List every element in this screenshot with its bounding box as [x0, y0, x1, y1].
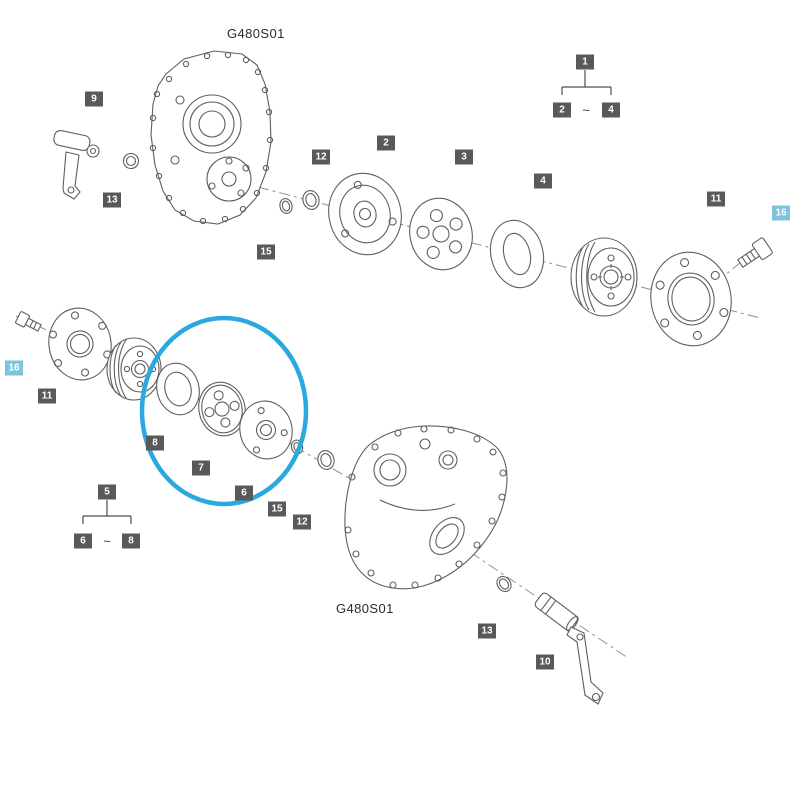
part-11-hub-right [650, 251, 732, 347]
part-badge-10[interactable]: 10 [536, 654, 554, 670]
range-tilde: ~ [103, 533, 111, 549]
part-badge-15[interactable]: 15 [268, 501, 286, 517]
part-7-disc [198, 381, 246, 437]
part-transmission-case-bottom [344, 425, 508, 590]
part-badge-2[interactable]: 2 [553, 102, 571, 118]
highlight-circle [139, 315, 309, 507]
part-10-shaft-lever [534, 592, 604, 705]
part-16-bolt-right [737, 237, 773, 268]
part-3-clutch-disc [409, 197, 473, 271]
part-badge-11[interactable]: 11 [707, 191, 725, 207]
part-badge-16[interactable]: 16 [772, 205, 790, 221]
part-badge-12[interactable]: 12 [293, 514, 311, 530]
part-badge-2[interactable]: 2 [377, 135, 395, 151]
part-badge-1[interactable]: 1 [576, 54, 594, 70]
part-11-hub-left [48, 307, 112, 381]
part-badge-7[interactable]: 7 [192, 460, 210, 476]
part-badge-13[interactable]: 13 [478, 623, 496, 639]
part-badge-11[interactable]: 11 [38, 388, 56, 404]
part-13-oring-top [122, 152, 140, 170]
part-12-oring-bottom [317, 450, 335, 470]
part-15-washer-top [279, 198, 293, 214]
part-badge-6[interactable]: 6 [74, 533, 92, 549]
part-badge-9[interactable]: 9 [85, 91, 103, 107]
part-badge-5[interactable]: 5 [98, 484, 116, 500]
assembly-code-bottom: G480S01 [336, 601, 394, 616]
group-bracket-1 [561, 70, 612, 95]
part-gearbox-cover-top [149, 50, 274, 225]
part-13-oring-bottom [496, 575, 512, 593]
part-8-washer [156, 362, 200, 416]
part-badge-12[interactable]: 12 [312, 149, 330, 165]
part-4-plate [489, 219, 545, 289]
part-clutch-pack-right [570, 237, 638, 317]
part-badge-4[interactable]: 4 [534, 173, 552, 189]
part-badge-15[interactable]: 15 [257, 244, 275, 260]
part-9-crank-lever [53, 129, 100, 200]
part-badge-8[interactable]: 8 [146, 435, 164, 451]
part-badge-6[interactable]: 6 [235, 485, 253, 501]
part-badge-3[interactable]: 3 [455, 149, 473, 165]
part-badge-4[interactable]: 4 [602, 102, 620, 118]
assembly-code-top: G480S01 [227, 26, 285, 41]
part-badge-16[interactable]: 16 [5, 360, 23, 376]
part-badge-13[interactable]: 13 [103, 192, 121, 208]
group-bracket-5 [82, 500, 132, 524]
range-tilde: ~ [582, 102, 590, 118]
part-6-plate [239, 400, 293, 460]
part-2-clutch-drum [328, 172, 402, 256]
part-16-bolt-left [15, 311, 42, 332]
part-badge-8[interactable]: 8 [122, 533, 140, 549]
part-12-oring-top [302, 190, 320, 210]
